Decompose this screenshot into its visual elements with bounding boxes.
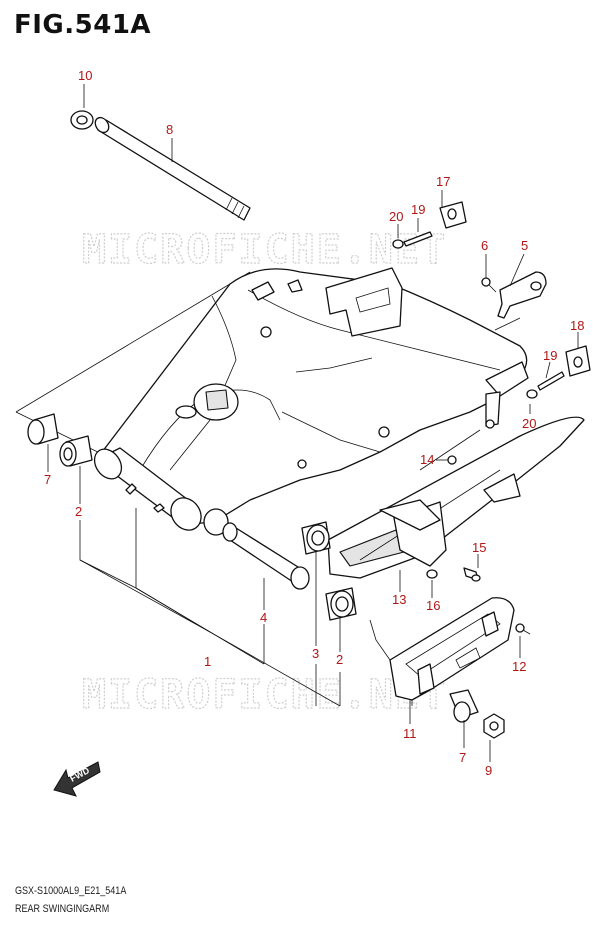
callout-8: 8 [166,122,173,137]
bearing-left [59,435,93,467]
guard-screw [447,455,457,465]
assembly-bracket-lines [79,508,413,707]
callout-10: 10 [78,68,92,83]
callout-20-top: 20 [389,209,403,224]
callout-14: 14 [420,452,434,467]
callout-16: 16 [426,598,440,613]
callout-9: 9 [485,763,492,778]
pivot-collar-left [27,413,59,445]
watermark-bottom: MICROFICHE.NET [82,672,447,718]
callout-19-right: 19 [543,348,557,363]
watermark-top: MICROFICHE.NET [82,227,447,273]
callout-2-right: 2 [336,652,343,667]
stay-bracket [497,271,547,319]
pivot-nut [70,110,94,130]
adjuster-bolt-right [526,371,565,399]
chain-adjuster-right [565,345,591,377]
callout-11: 11 [403,726,417,741]
bearing-right [325,587,357,621]
guard-collar [426,569,438,579]
callout-3: 3 [312,646,319,661]
bracket-bolt [481,277,497,293]
leader-lines [47,84,579,762]
axle-slot-block [325,267,403,337]
callout-18: 18 [570,318,584,333]
chain-guard [327,416,585,579]
adjuster-bolt-top [392,231,433,249]
callout-13: 13 [392,592,406,607]
callout-5: 5 [521,238,528,253]
chain-adjuster-left [439,201,467,229]
model-code: GSX-S1000AL9_E21_541A [15,885,127,897]
pivot-collar-right [449,689,479,723]
buffer-screw [515,623,531,635]
rear-axle-block [485,361,529,429]
callout-19-top: 19 [411,202,425,217]
pivot-shaft [94,116,251,221]
callout-7-right: 7 [459,750,466,765]
figure-title: FIG.541A [14,10,152,40]
guard-bolt [463,567,481,582]
callout-labels: 10 8 17 20 19 6 5 18 19 20 7 2 14 15 13 … [44,68,584,778]
fwd-arrow-icon: FWD [53,761,101,797]
callout-7-left: 7 [44,472,51,487]
spacer-tube [222,522,310,590]
swingarm-body [93,268,528,536]
callout-12: 12 [512,659,526,674]
callout-2-left: 2 [75,504,82,519]
axle-nut [483,713,505,739]
callout-1: 1 [204,654,211,669]
callout-17: 17 [436,174,450,189]
bearing-center [301,521,331,555]
callout-6: 6 [481,238,488,253]
callout-4: 4 [260,610,267,625]
chain-buffer [389,597,515,701]
callout-20-right: 20 [522,416,536,431]
callout-15: 15 [472,540,486,555]
diagram-caption: REAR SWINGINGARM [15,903,110,915]
